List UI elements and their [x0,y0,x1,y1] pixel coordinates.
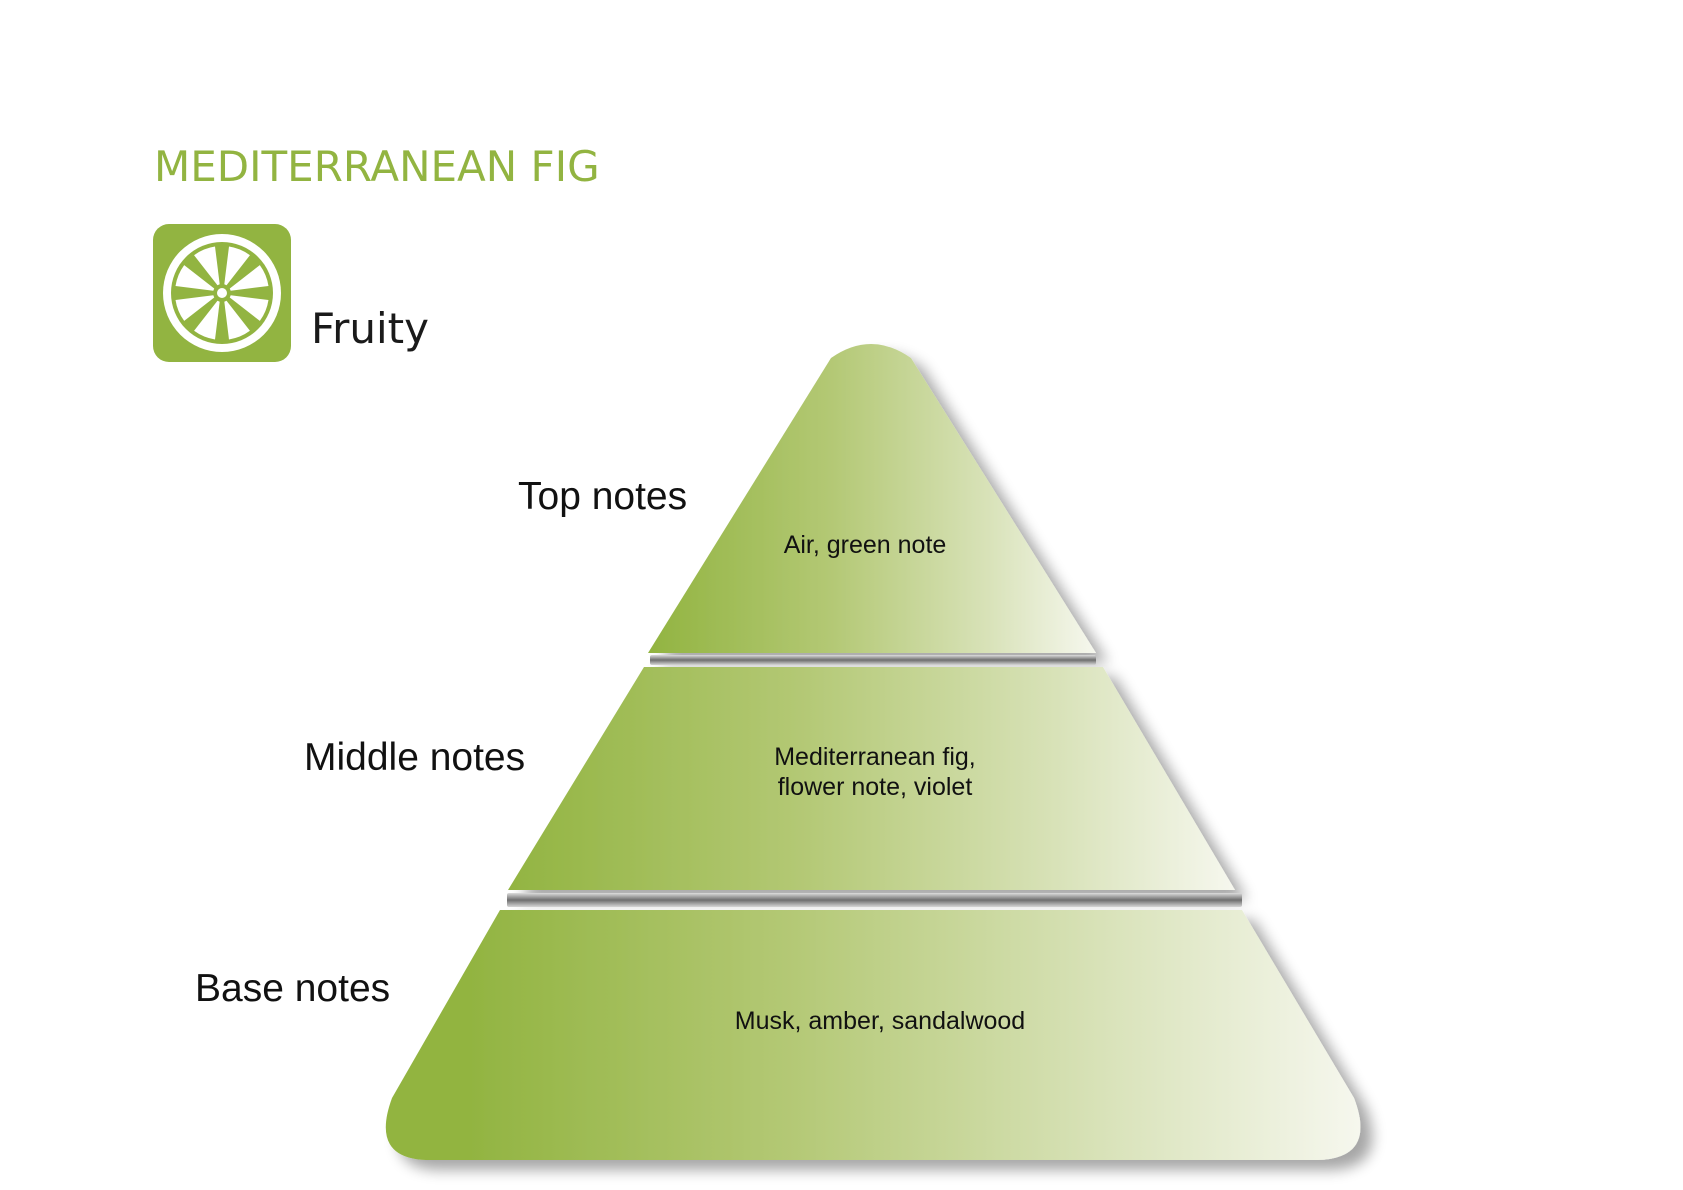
tier-content-top: Air, green note [783,531,947,559]
citrus-segment [194,246,220,286]
tier-top-shape [648,344,1096,653]
citrus-segment [224,246,250,286]
tier-label-base: Base notes [195,967,391,1010]
category-badge [153,224,291,362]
tier-base-shape [385,910,1361,1160]
product-title: MEDITERRANEAN FIG [154,142,600,191]
citrus-segment [175,265,215,291]
citrus-slice-icon [163,234,281,352]
separator-middle [507,893,1242,907]
citrus-segment [175,295,215,321]
citrus-segment [224,300,250,340]
citrus-segment [229,295,269,321]
tier-middle-shape [508,667,1235,890]
tier-label-top: Top notes [518,475,688,518]
separator-top [650,655,1096,665]
tier-label-middle: Middle notes [304,736,526,779]
citrus-segment [194,300,220,340]
tier-content-base: Musk, amber, sandalwood [734,1007,1026,1035]
category-label: Fruity [311,304,429,353]
citrus-segment [229,265,269,291]
tier-content-middle: Mediterranean fig, flower note, violet [774,743,976,801]
